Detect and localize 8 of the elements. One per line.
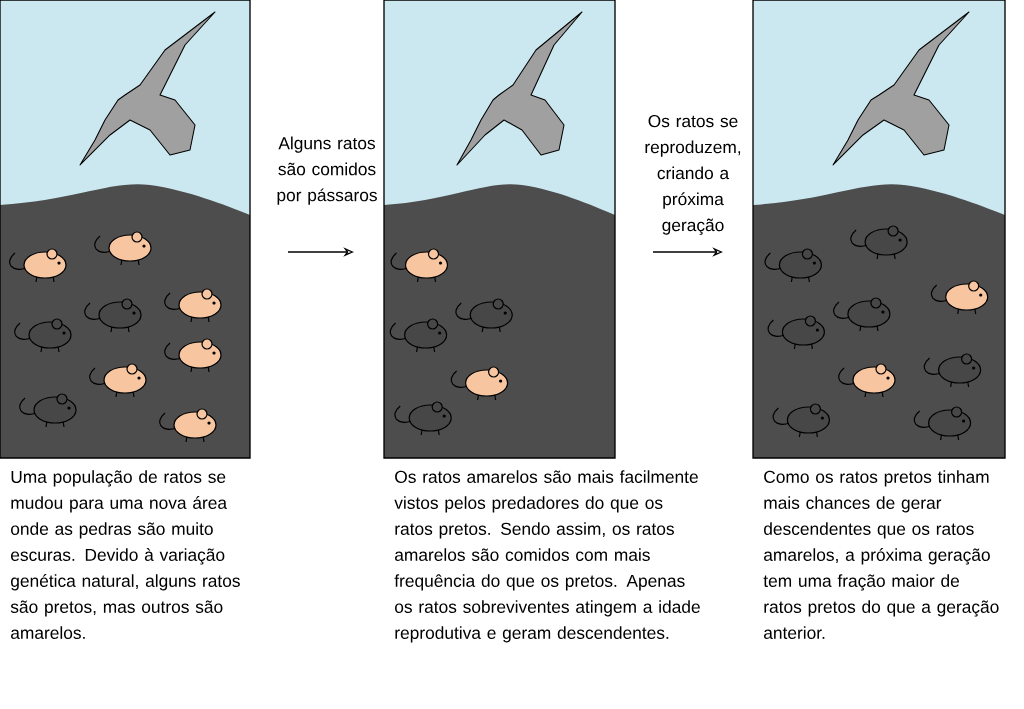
edge-label: Alguns ratos são comidos por pássaros [277,136,377,205]
caption-text: Como os ratos pretos tinham mais chances de gerar descendentes que os ratos amarelos, a próxima geração tem uma fração maior de ratos pretos do que a geração anterior. [763,470,999,639]
caption-text: Uma população de ratos se mudou para uma nova área onde as pedras são muito escuras. Devido à variação genética natural, alguns ratos são pretos, mas outros são amarelos. [10,470,240,639]
caption-text: Os ratos amarelos são mais facilmente vistos pelos predadores do que os ratos pretos. Sendo assim, os ratos amarelos são comidos com mais frequência do que os pretos. Apenas os ratos sobreviventes atingem a idade reprodutiva e geram descendentes. [394,470,700,643]
panel-drawing [0,0,251,459]
panel-drawing [752,0,1006,459]
edge-label: Os ratos se reproduzem, criando a próxima geração [645,114,741,235]
panel-drawing [383,0,616,459]
